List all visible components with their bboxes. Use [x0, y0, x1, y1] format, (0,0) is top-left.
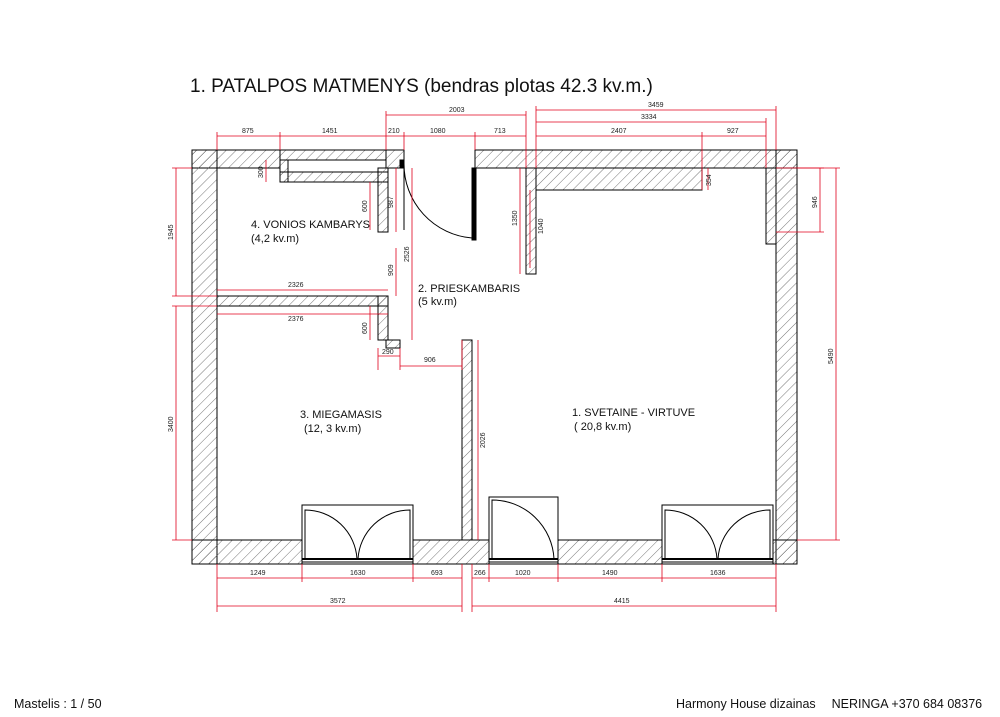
dim-label: 1490 — [602, 570, 618, 577]
wall-bath-bed — [216, 295, 389, 307]
dim-label: 946 — [812, 196, 819, 208]
room-labels: 1. SVETAINE - VIRTUVE ( 20,8 kv.m) 2. PR… — [251, 219, 695, 435]
contact-info: NERINGA +370 684 08376 — [831, 697, 983, 711]
dim-label: 1350 — [512, 210, 519, 226]
dim-label: 1636 — [710, 570, 726, 577]
wall-bed-niche — [377, 295, 389, 341]
dimension-labels: 875 1451 210 1080 713 2003 3459 3334 240… — [168, 102, 835, 605]
wall-bed-living — [461, 339, 473, 541]
room-bath-name: 4. VONIOS KAMBARYS — [251, 219, 370, 231]
entrance-jamb-left — [399, 159, 405, 169]
wall-top-right — [474, 149, 798, 169]
dim-label: 290 — [382, 349, 394, 356]
wall-living-stub — [525, 167, 537, 275]
dim-label: 987 — [388, 196, 395, 208]
dim-label: 4415 — [614, 598, 630, 605]
dim-label: 2026 — [480, 432, 487, 448]
dimension-lines — [172, 106, 840, 612]
wall-right-stub — [765, 167, 777, 245]
dim-label: 300 — [258, 166, 265, 178]
wall-right — [775, 149, 798, 565]
dim-label: 354 — [706, 174, 713, 186]
dim-label: 5490 — [828, 348, 835, 364]
wall-left — [191, 149, 218, 565]
wall-bath-right — [377, 167, 389, 233]
dim-label: 210 — [388, 128, 400, 135]
wall-top-bath — [279, 149, 387, 161]
entrance-door — [403, 163, 473, 239]
dim-label: 1080 — [430, 128, 446, 135]
wall-bottom-2 — [412, 539, 490, 565]
dim-label: 600 — [362, 322, 369, 334]
dim-label: 927 — [727, 128, 739, 135]
dim-label: 1945 — [168, 224, 175, 240]
scale-label: Mastelis : 1 / 50 — [14, 697, 102, 711]
dim-label: 3459 — [648, 102, 664, 109]
walls — [191, 149, 798, 565]
dim-label: 1040 — [538, 218, 545, 234]
footer-credits: Harmony House dizainas NERINGA +370 684 0… — [676, 697, 998, 711]
page-title: 1. PATALPOS MATMENYS (bendras plotas 42.… — [190, 76, 653, 97]
dim-label: 3400 — [168, 416, 175, 432]
dim-label: 1249 — [250, 570, 266, 577]
wall-bottom-4 — [772, 539, 798, 565]
dim-label: 3334 — [641, 114, 657, 121]
dim-label: 1451 — [322, 128, 338, 135]
room-bath-area: (4,2 kv.m) — [251, 233, 299, 245]
room-hall-area: (5 kv.m) — [418, 296, 457, 308]
wall-bottom-1 — [191, 539, 303, 565]
dim-label: 1630 — [350, 570, 366, 577]
dim-label: 2407 — [611, 128, 627, 135]
wall-kitchen-top — [535, 167, 703, 191]
wall-bottom-3 — [557, 539, 663, 565]
room-bedroom-area: (12, 3 kv.m) — [304, 423, 361, 435]
wall-bath-ledge-bottom — [279, 171, 389, 183]
room-living-area: ( 20,8 kv.m) — [574, 421, 631, 433]
windows — [301, 496, 774, 565]
room-hall-name: 2. PRIESKAMBARIS — [418, 283, 520, 295]
room-living-name: 1. SVETAINE - VIRTUVE — [572, 407, 695, 419]
company-name: Harmony House dizainas — [676, 697, 816, 711]
dim-label: 600 — [362, 200, 369, 212]
room-bedroom-name: 3. MIEGAMASIS — [300, 409, 382, 421]
entrance-jamb — [471, 167, 477, 241]
dim-label: 693 — [431, 570, 443, 577]
wall-bed-niche-end — [385, 339, 401, 349]
dim-label: 906 — [424, 357, 436, 364]
dim-label: 2003 — [449, 107, 465, 114]
dim-label: 2526 — [404, 246, 411, 262]
dim-label: 1020 — [515, 570, 531, 577]
dim-label: 909 — [388, 264, 395, 276]
dim-label: 2376 — [288, 316, 304, 323]
dim-label: 2326 — [288, 282, 304, 289]
dim-label: 875 — [242, 128, 254, 135]
dim-label: 3572 — [330, 598, 346, 605]
dim-label: 713 — [494, 128, 506, 135]
dim-label: 266 — [474, 570, 486, 577]
